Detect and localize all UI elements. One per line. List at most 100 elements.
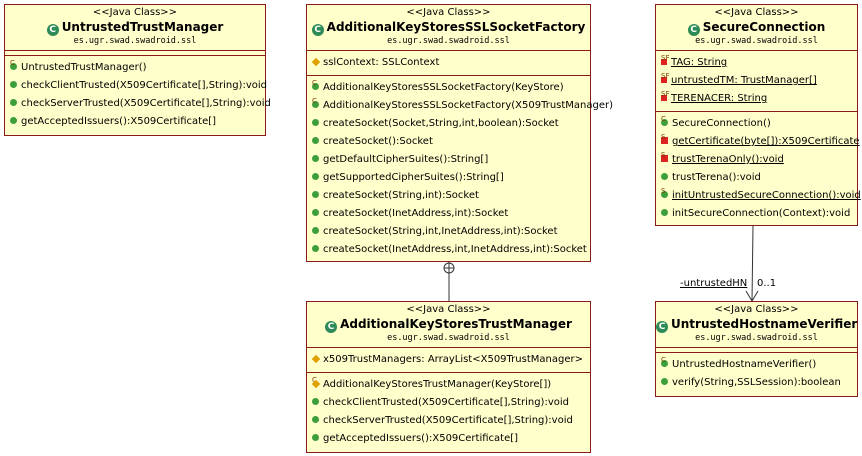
stereotype: <<Java Class>> (406, 304, 491, 315)
method-item[interactable]: verify(String,SSLSession):boolean (661, 374, 853, 392)
public-method-icon (312, 416, 319, 423)
class-icon: C (656, 321, 668, 333)
method-item[interactable]: getAcceptedIssuers():X509Certificate[] (10, 113, 261, 131)
public-method-icon (661, 173, 668, 180)
method-item[interactable]: getSupportedCipherSuites():String[] (312, 169, 586, 187)
fields-section: x509TrustManagers: ArrayList<X509TrustMa… (307, 347, 590, 372)
field-item[interactable]: x509TrustManagers: ArrayList<X509TrustMa… (311, 351, 586, 369)
public-method-icon (661, 209, 668, 216)
class-icon: C (687, 24, 700, 36)
method-item[interactable]: checkClientTrusted(X509Certificate[],Str… (10, 77, 267, 95)
public-method-icon (10, 99, 17, 106)
method-item[interactable]: checkServerTrusted(X509Certificate[],Str… (312, 412, 586, 430)
public-method-icon (661, 378, 668, 385)
public-method-icon (312, 101, 319, 108)
public-method-icon (312, 434, 319, 441)
private-static-method-icon (661, 137, 668, 144)
package-name: es.ugr.swad.swadroid.ssl (387, 333, 510, 343)
public-method-icon (10, 63, 17, 70)
private-static-field-icon (661, 95, 667, 101)
method-item[interactable]: initSecureConnection(Context):void (661, 205, 853, 223)
stereotype: <<Java Class>> (714, 304, 799, 315)
class-icon: C (311, 24, 324, 36)
public-static-method-icon (661, 191, 668, 198)
public-method-icon (661, 119, 668, 126)
class-icon: C (46, 24, 59, 36)
public-method-icon (312, 137, 319, 144)
association-line (751, 225, 754, 302)
method-item[interactable]: checkServerTrusted(X509Certificate[],Str… (10, 95, 271, 113)
class-icon: C (325, 321, 338, 333)
fields-section: sslContext: SSLContext (307, 50, 590, 75)
public-method-icon (312, 155, 319, 162)
method-item[interactable]: createSocket(String,int,InetAddress,int)… (312, 223, 586, 241)
method-item[interactable]: getAcceptedIssuers():X509Certificate[] (312, 430, 586, 448)
method-item[interactable]: createSocket(InetAddress,int):Socket (312, 205, 586, 223)
public-method-icon (312, 191, 319, 198)
method-item[interactable]: createSocket(InetAddress,int,InetAddress… (312, 241, 587, 259)
package-name: es.ugr.swad.swadroid.ssl (695, 36, 818, 46)
association-role-label: -untrustedHN (680, 278, 748, 289)
method-item[interactable]: checkClientTrusted(X509Certificate[],Str… (312, 394, 586, 412)
package-field-icon (311, 57, 321, 67)
class-name: SecureConnection (702, 20, 826, 34)
method-item[interactable]: createSocket():Socket (312, 133, 586, 151)
package-name: es.ugr.swad.swadroid.ssl (73, 36, 197, 46)
stereotype: <<Java Class>> (92, 7, 178, 18)
stereotype: <<Java Class>> (714, 7, 799, 18)
package-name: es.ugr.swad.swadroid.ssl (387, 36, 510, 46)
public-method-icon (10, 117, 17, 124)
public-method-icon (312, 119, 319, 126)
methods-section: CAdditionalKeyStoresTrustManager(KeyStor… (307, 372, 590, 451)
method-item[interactable]: getDefaultCipherSuites():String[] (312, 151, 586, 169)
association-multiplicity-label: 0..1 (757, 278, 777, 289)
public-method-icon (312, 398, 319, 405)
method-item[interactable]: CAdditionalKeyStoresTrustManager(KeyStor… (311, 376, 586, 394)
public-method-icon (661, 360, 668, 367)
field-item[interactable]: sslContext: SSLContext (311, 54, 586, 72)
fields-section (5, 50, 265, 55)
package-name: es.ugr.swad.swadroid.ssl (695, 333, 818, 343)
package-method-icon (311, 379, 321, 389)
private-static-field-icon (661, 59, 667, 65)
method-item[interactable]: createSocket(Socket,String,int,boolean):… (312, 115, 586, 133)
package-field-icon (311, 354, 321, 364)
class-name: UntrustedTrustManager (61, 20, 224, 34)
method-item[interactable]: createSocket(String,int):Socket (312, 187, 586, 205)
public-method-icon (312, 83, 319, 90)
public-method-icon (312, 173, 319, 180)
stereotype: <<Java Class>> (406, 7, 491, 18)
method-item[interactable]: trustTerena():void (661, 169, 853, 187)
private-static-method-icon (661, 155, 668, 162)
public-method-icon (312, 245, 319, 252)
class-name: AdditionalKeyStoresSSLSocketFactory (326, 20, 586, 34)
public-method-icon (312, 209, 319, 216)
class-name: AdditionalKeyStoresTrustManager (340, 317, 572, 331)
fields-section (656, 347, 857, 352)
class-name: UntrustedHostnameVerifier (671, 317, 858, 331)
public-method-icon (312, 227, 319, 234)
private-static-field-icon (661, 77, 667, 83)
